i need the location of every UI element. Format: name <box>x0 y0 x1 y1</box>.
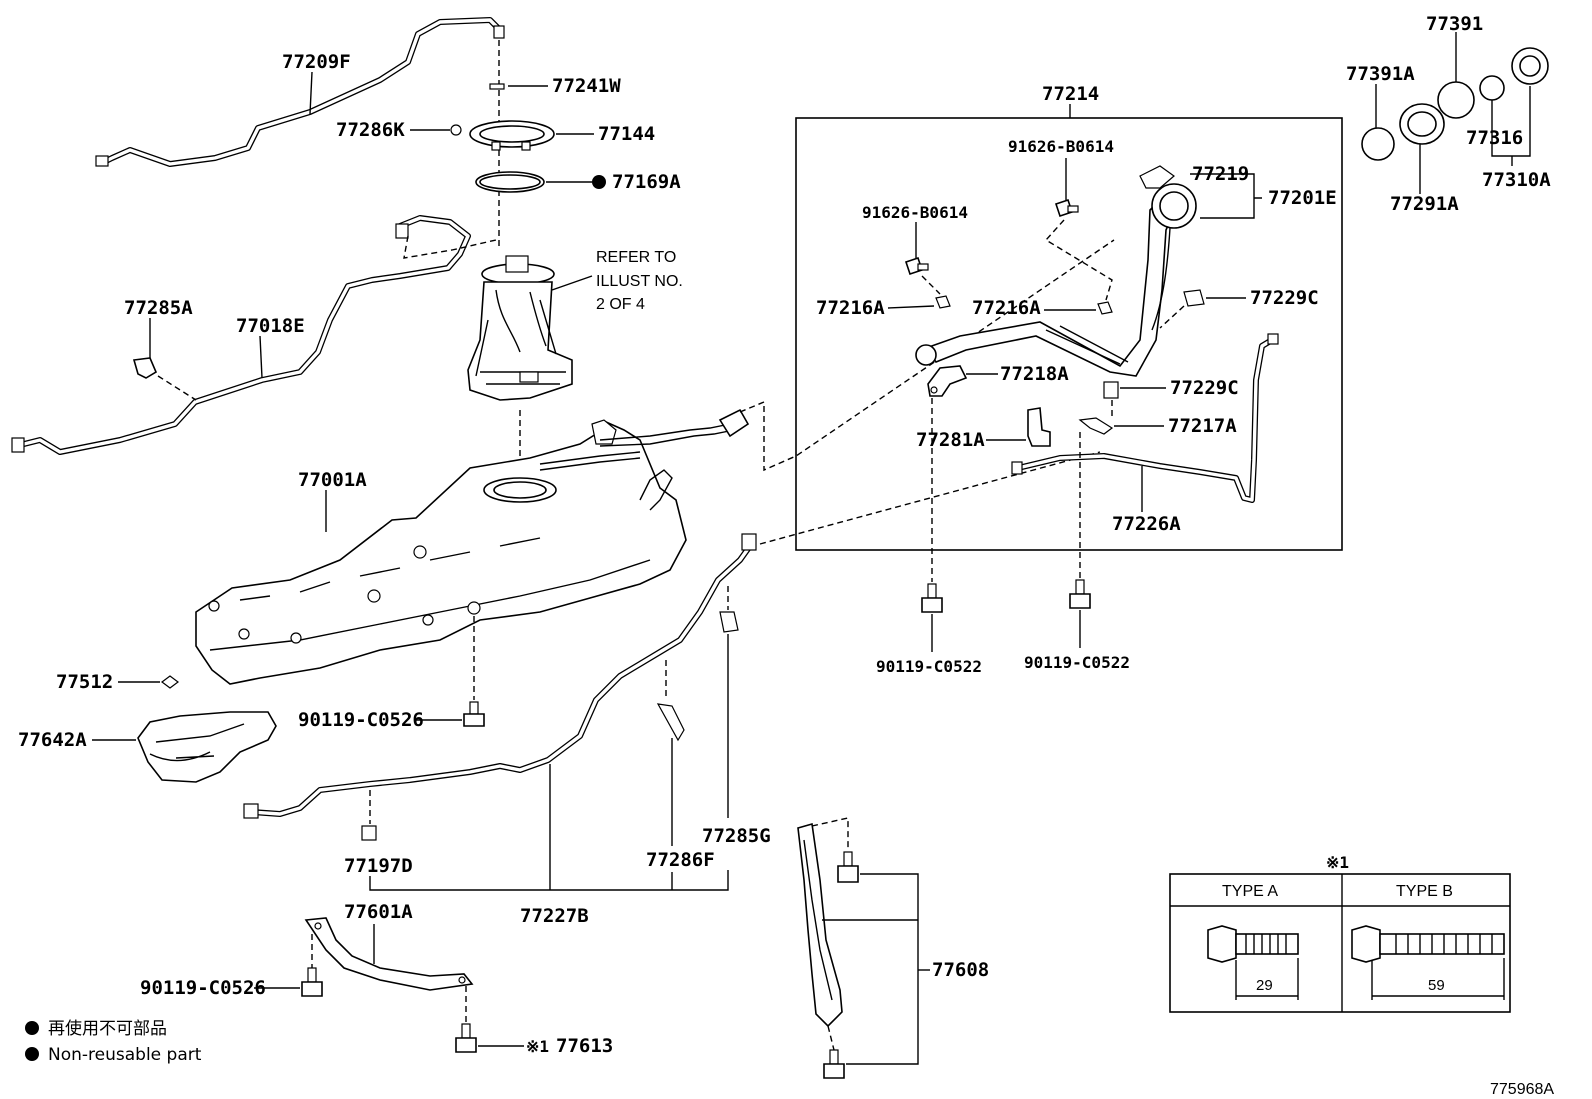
label-77219: 77219 <box>1192 163 1249 185</box>
fuel-tube-77209F <box>95 17 505 167</box>
dim-type-a: 29 <box>1256 977 1273 994</box>
label-91626-B0614-a: 91626-B0614 <box>1008 137 1114 156</box>
label-77227B: 77227B <box>520 905 589 927</box>
label-90119-C0522-a: 90119-C0522 <box>876 657 982 676</box>
label-77601A: 77601A <box>344 901 413 923</box>
type-table-marker: ※1 <box>1326 853 1349 872</box>
bolt-type-a-icon <box>1207 925 1299 963</box>
label-77217A: 77217A <box>1168 415 1237 437</box>
clip-77241W <box>489 83 505 90</box>
clip-77285G <box>719 611 739 633</box>
clip-77285A <box>132 357 158 379</box>
label-77391A: 77391A <box>1346 63 1415 85</box>
bracket-77281A <box>1027 407 1051 447</box>
clip-77286F <box>656 703 685 742</box>
note-marker-77613: ※1 <box>526 1037 549 1056</box>
label-77316: 77316 <box>1466 127 1523 149</box>
bolt-90119-C0522-a <box>921 583 943 613</box>
retainer-ring-77144 <box>469 120 555 151</box>
label-77642A: 77642A <box>18 729 87 751</box>
gasket-77316 <box>1479 75 1505 101</box>
label-77169A: 77169A <box>612 171 681 193</box>
bolt-type-b-icon <box>1351 925 1505 963</box>
legend-dot-icon <box>25 1021 39 1035</box>
label-77285G: 77285G <box>702 825 771 847</box>
gasket-77391A <box>1361 127 1395 161</box>
bolt-77608-upper <box>837 851 859 883</box>
label-77001A: 77001A <box>298 469 367 491</box>
label-77286F: 77286F <box>646 849 715 871</box>
label-77214: 77214 <box>1042 83 1099 105</box>
label-77286K: 77286K <box>336 119 405 141</box>
ring-77291A <box>1399 103 1445 145</box>
legend-jp: 再使用不可部品 <box>48 1018 167 1039</box>
label-77391: 77391 <box>1426 13 1483 35</box>
label-77197D: 77197D <box>344 855 413 877</box>
label-77216A-b: 77216A <box>972 297 1041 319</box>
refer-note-line1: REFER TO <box>596 249 676 266</box>
label-77285A: 77285A <box>124 297 193 319</box>
bracket-77218A <box>927 365 968 397</box>
label-77218A: 77218A <box>1000 363 1069 385</box>
label-77291A: 77291A <box>1390 193 1459 215</box>
inset-box-77214 <box>795 117 1343 551</box>
label-77209F: 77209F <box>282 51 351 73</box>
clip-77286K <box>450 124 462 136</box>
bolt-91626-B0614-b <box>904 256 929 276</box>
bolt-90119-C0526-lower <box>301 967 323 997</box>
label-90119-C0526-b: 90119-C0526 <box>140 977 266 999</box>
clip-77216A-a <box>935 295 951 309</box>
dim-type-b: 59 <box>1428 977 1445 994</box>
fuel-cap-77310A <box>1511 47 1549 85</box>
type-b-header: TYPE B <box>1396 883 1453 900</box>
clamp-77217A <box>1078 417 1114 435</box>
type-a-header: TYPE A <box>1222 883 1278 900</box>
label-77144: 77144 <box>598 123 655 145</box>
label-90119-C0526-a: 90119-C0526 <box>298 709 424 731</box>
label-77512: 77512 <box>56 671 113 693</box>
clip-77216A-b <box>1097 301 1113 315</box>
clip-77229C-b <box>1103 381 1119 399</box>
label-91626-B0614-b: 91626-B0614 <box>862 203 968 222</box>
refer-note-line3: 2 OF 4 <box>596 296 645 313</box>
label-77226A: 77226A <box>1112 513 1181 535</box>
label-77310A: 77310A <box>1482 169 1551 191</box>
gasket-77169A <box>475 171 545 193</box>
label-77018E: 77018E <box>236 315 305 337</box>
protector-77642A <box>137 711 277 783</box>
fuel-pump-module <box>467 255 573 401</box>
label-77281A: 77281A <box>916 429 985 451</box>
seal-77391 <box>1437 81 1475 119</box>
label-77241W: 77241W <box>552 75 621 97</box>
fuel-tank-77001A <box>195 408 750 685</box>
bolt-90119-C0526 <box>463 701 485 727</box>
breather-tube-77226A <box>1011 333 1279 503</box>
type-table <box>1169 873 1511 1013</box>
clip-77197D <box>361 825 377 841</box>
fuel-tube-77227B <box>243 533 757 819</box>
tank-band-77601A <box>304 917 474 991</box>
clip-77229C-a <box>1183 289 1205 307</box>
label-77613: 77613 <box>556 1035 613 1057</box>
vent-tube-77018E <box>11 215 471 455</box>
label-90119-C0522-b: 90119-C0522 <box>1024 653 1130 672</box>
label-77229C-b: 77229C <box>1170 377 1239 399</box>
bolt-77608-lower <box>823 1049 845 1079</box>
refer-note-line2: ILLUST NO. <box>596 273 683 290</box>
legend-dot-icon <box>25 1047 39 1061</box>
bolt-77613 <box>455 1023 477 1053</box>
bracket-77608 <box>797 822 843 1028</box>
clip-77512 <box>161 675 179 689</box>
label-77229C-a: 77229C <box>1250 287 1319 309</box>
legend-en: Non-reusable part <box>48 1045 202 1065</box>
diagram-id: 775968A <box>1490 1081 1554 1098</box>
label-77201E: 77201E <box>1268 187 1337 209</box>
label-77608: 77608 <box>932 959 989 981</box>
bolt-90119-C0522-b <box>1069 579 1091 609</box>
non-reusable-dot-icon <box>592 175 606 189</box>
filler-pipe-77201E <box>915 165 1197 377</box>
bolt-91626-B0614-a <box>1054 198 1079 218</box>
label-77216A-a: 77216A <box>816 297 885 319</box>
